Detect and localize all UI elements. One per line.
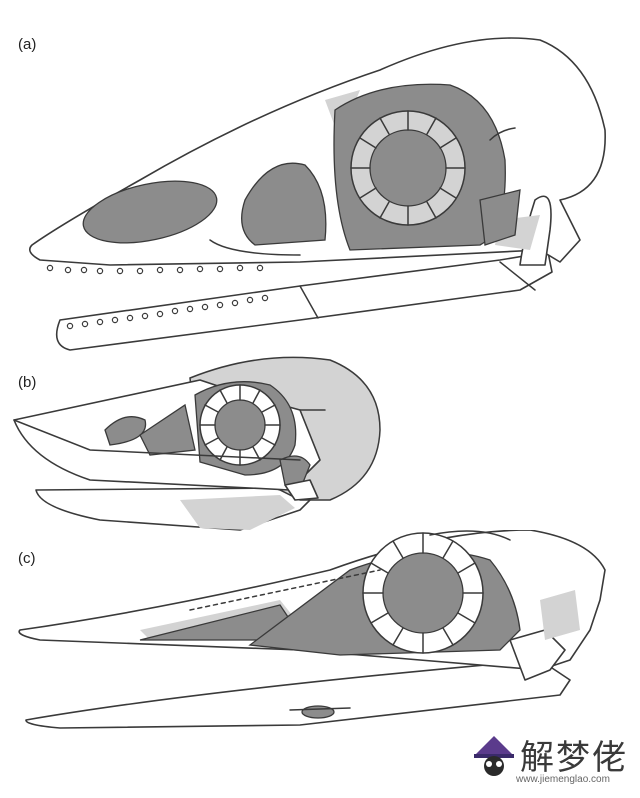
skull-c-drawing — [18, 530, 606, 729]
panel-c: (c) — [0, 530, 640, 730]
skull-c-quadrate — [509, 629, 566, 681]
skull-c-pupil — [382, 552, 464, 634]
skull-c-lower-jaw — [25, 659, 571, 729]
skull-b-drawing — [13, 356, 381, 531]
skull-c-mandibular-fenestra — [301, 705, 335, 719]
skull-b-ring-plates — [199, 384, 281, 466]
skull-b-naris — [104, 416, 147, 446]
panel-b: (b) — [0, 350, 640, 540]
watermark-url: www.jiemenglao.com — [516, 774, 610, 785]
panel-a-label: (a) — [18, 36, 37, 53]
skull-a-upper-teeth — [46, 264, 264, 275]
panel-b-label: (b) — [18, 374, 37, 391]
skull-c-ring-plates — [362, 532, 484, 654]
skull-a-pupil — [369, 129, 447, 207]
watermark-wizard-icon — [474, 736, 514, 776]
panel-a: (a) — [0, 0, 640, 360]
skull-a-naris — [82, 180, 218, 244]
skull-a-lower-teeth — [66, 294, 269, 330]
watermark: 解梦佬 www.jiemenglao.com — [468, 728, 633, 792]
skull-a-antorbital-fenestra — [241, 162, 327, 246]
skull-b-quadrate — [284, 479, 319, 501]
skull-a-drawing — [29, 37, 606, 351]
skull-b-antorbital-fenestra — [139, 403, 196, 456]
panel-c-label: (c) — [18, 550, 36, 567]
skull-a-ring-plates — [350, 110, 466, 226]
skull-b-pupil — [214, 399, 266, 451]
skull-a-lower-jaw — [55, 251, 553, 351]
watermark-text: 解梦佬 — [520, 738, 628, 778]
